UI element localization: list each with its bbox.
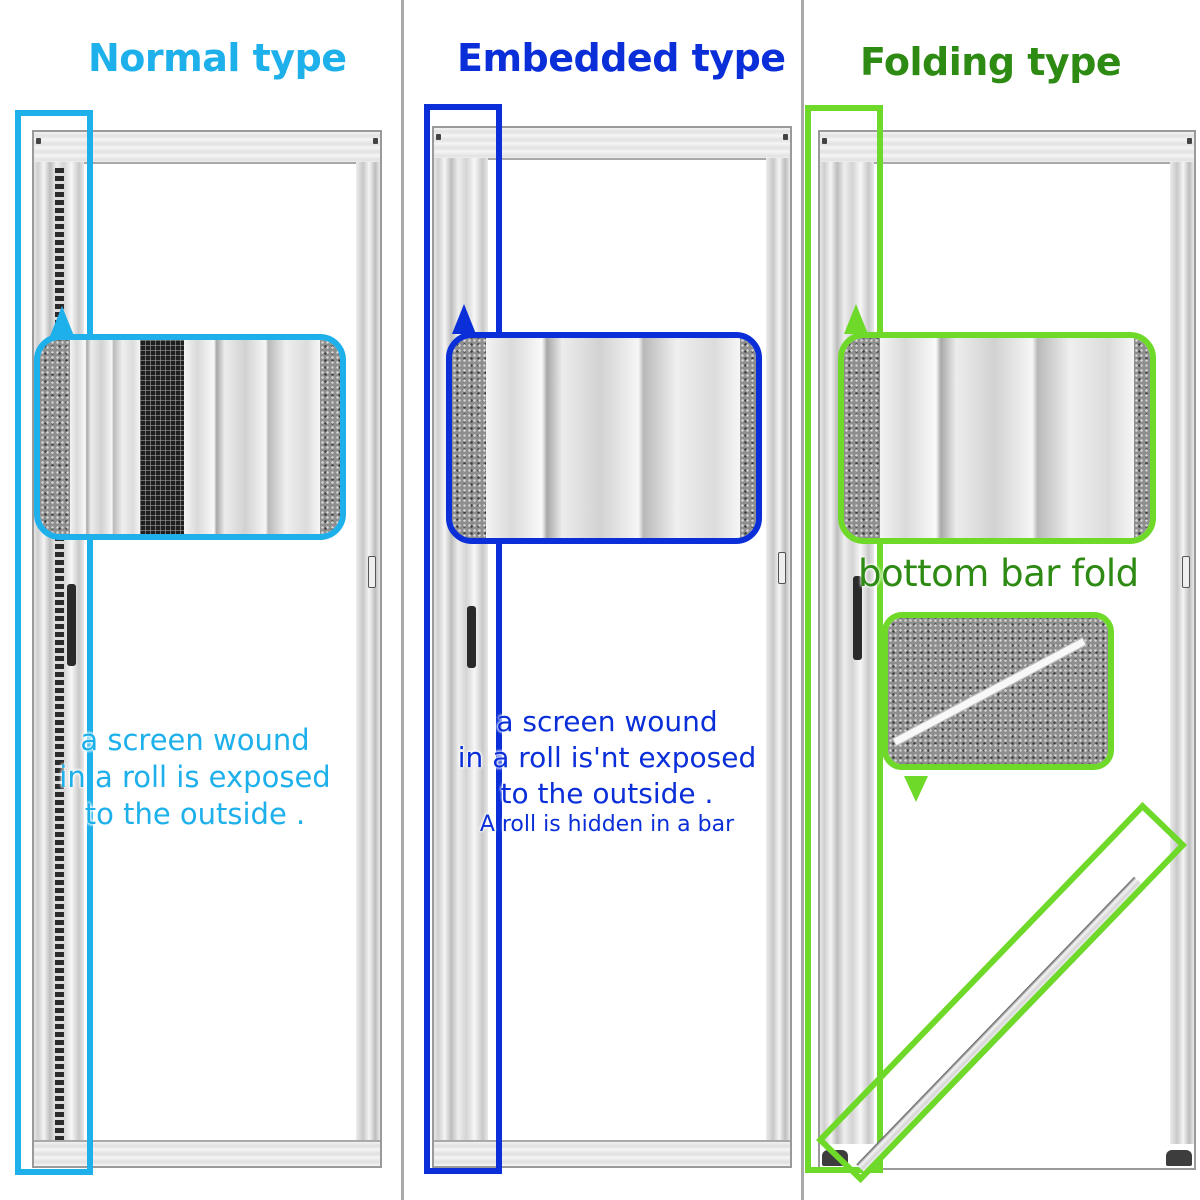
normal-caption: a screen wound in a roll is exposed to t… bbox=[50, 722, 340, 833]
latch-icon bbox=[368, 556, 376, 588]
panel-divider bbox=[401, 0, 404, 1200]
pull-handle bbox=[67, 584, 76, 666]
caption-line: to the outside . bbox=[500, 776, 714, 810]
panel-divider bbox=[801, 0, 804, 1200]
roll-closeup-callout bbox=[34, 334, 346, 540]
arrow-up-icon bbox=[50, 306, 74, 336]
fold-closeup-callout bbox=[882, 612, 1114, 770]
roll-highlight-box bbox=[424, 104, 502, 1174]
panel-title: Embedded type bbox=[457, 36, 786, 80]
pull-handle bbox=[853, 576, 862, 660]
screw-icon bbox=[373, 138, 378, 144]
panel-title: Folding type bbox=[860, 40, 1122, 84]
roll-closeup-callout bbox=[838, 332, 1156, 544]
arrow-up-icon bbox=[844, 304, 868, 334]
arrow-down-icon bbox=[904, 776, 928, 802]
caption-line: to the outside . bbox=[84, 797, 306, 832]
caption-line: a screen wound bbox=[80, 723, 310, 757]
right-rail bbox=[1170, 162, 1194, 1144]
screw-icon bbox=[1187, 138, 1192, 144]
roll-closeup-callout bbox=[446, 332, 762, 544]
fold-label: bottom bar fold bbox=[858, 552, 1139, 595]
screw-icon bbox=[36, 138, 41, 144]
panel-title: Normal type bbox=[88, 36, 347, 80]
right-rail bbox=[766, 158, 790, 1142]
bottom-hinge-icon bbox=[822, 1150, 848, 1166]
pull-handle bbox=[467, 606, 476, 668]
right-rail bbox=[356, 162, 380, 1142]
roll-highlight-box bbox=[805, 105, 883, 1173]
screw-icon bbox=[783, 134, 788, 140]
caption-line: in a roll is'nt exposed bbox=[457, 740, 757, 774]
embedded-caption: a screen wound in a roll is'nt exposed t… bbox=[452, 704, 762, 840]
caption-line: in a roll is exposed bbox=[59, 760, 331, 795]
door-frame bbox=[432, 126, 792, 1168]
exposed-roll-screen bbox=[55, 168, 64, 1140]
screw-icon bbox=[822, 138, 827, 144]
latch-icon bbox=[1182, 556, 1190, 588]
caption-line: a screen wound bbox=[496, 705, 718, 738]
latch-icon bbox=[778, 552, 786, 584]
roll-highlight-box bbox=[15, 110, 93, 1175]
arrow-up-icon bbox=[452, 304, 476, 334]
top-bar bbox=[434, 128, 790, 160]
bottom-hinge-icon bbox=[1166, 1150, 1192, 1166]
caption-note: A roll is hidden in a bar bbox=[479, 812, 735, 838]
screw-icon bbox=[436, 134, 441, 140]
bottom-bar bbox=[434, 1140, 790, 1166]
